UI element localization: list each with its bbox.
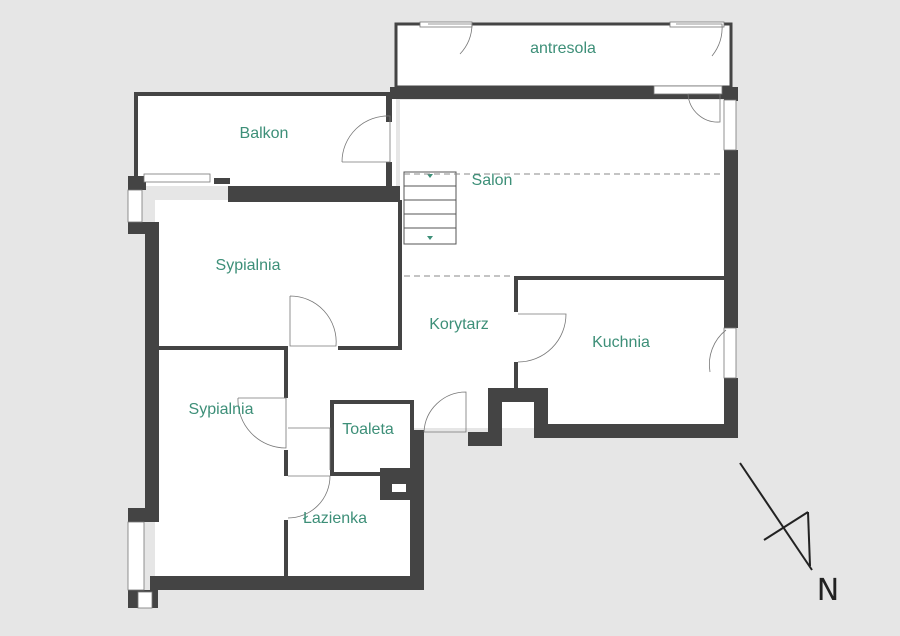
room-label-balkon: Balkon — [240, 125, 289, 142]
north-arrow: N — [739, 462, 839, 608]
doors — [237, 23, 727, 519]
room-label-sypialnia-1: Sypialnia — [216, 257, 281, 274]
room-label-korytarz: Korytarz — [429, 316, 489, 333]
room-label-toaleta: Toaleta — [342, 421, 394, 438]
stairs — [403, 171, 457, 245]
room-label-antresola: antresola — [530, 40, 596, 57]
room-label-kuchnia: Kuchnia — [592, 334, 650, 351]
room-label-lazienka: Łazienka — [303, 510, 367, 527]
windows — [127, 21, 737, 609]
room-labels: antresola Balkon Salon Sypialnia Korytar… — [189, 40, 650, 527]
north-label: N — [817, 573, 839, 608]
floor-areas — [136, 24, 731, 580]
room-label-sypialnia-2: Sypialnia — [189, 401, 254, 418]
room-label-salon: Salon — [472, 172, 513, 189]
dashed-lines — [404, 173, 724, 277]
